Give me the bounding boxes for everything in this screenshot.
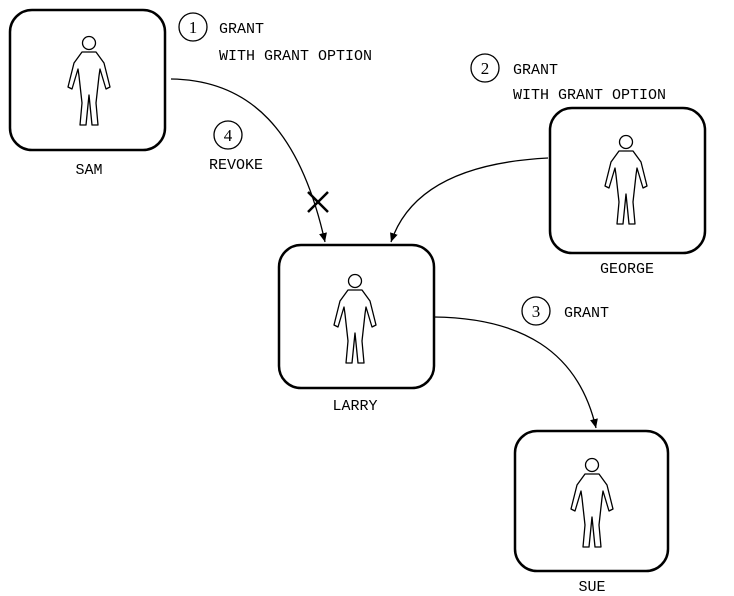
step-action: REVOKE (209, 157, 263, 174)
step-number: 1 (189, 18, 198, 37)
edge-larry-to-sue (433, 316, 598, 429)
step-option: WITH GRANT OPTION (513, 87, 666, 104)
user-label: SAM (75, 162, 102, 179)
step-2: 2 GRANT WITH GRANT OPTION (470, 53, 666, 104)
user-larry: LARRY (277, 243, 436, 415)
step-1: 1 GRANT WITH GRANT OPTION (178, 12, 372, 65)
user-sue: SUE (513, 429, 670, 596)
edge-george-to-larry (390, 157, 549, 243)
step-action: GRANT (564, 305, 609, 322)
step-action: GRANT (219, 21, 264, 38)
user-label: SUE (578, 579, 605, 596)
step-4: 4 REVOKE (209, 120, 263, 174)
step-option: WITH GRANT OPTION (219, 48, 372, 65)
user-sam: SAM (8, 8, 167, 179)
step-action: GRANT (513, 62, 558, 79)
step-number: 3 (532, 302, 541, 321)
user-label: LARRY (332, 398, 377, 415)
step-3: 3 GRANT (521, 296, 609, 326)
step-number: 2 (481, 59, 490, 78)
cross-mark-icon (307, 191, 329, 213)
user-label: GEORGE (600, 261, 654, 278)
edge-sam-to-larry (170, 78, 327, 243)
user-george: GEORGE (548, 106, 707, 278)
step-number: 4 (224, 126, 233, 145)
